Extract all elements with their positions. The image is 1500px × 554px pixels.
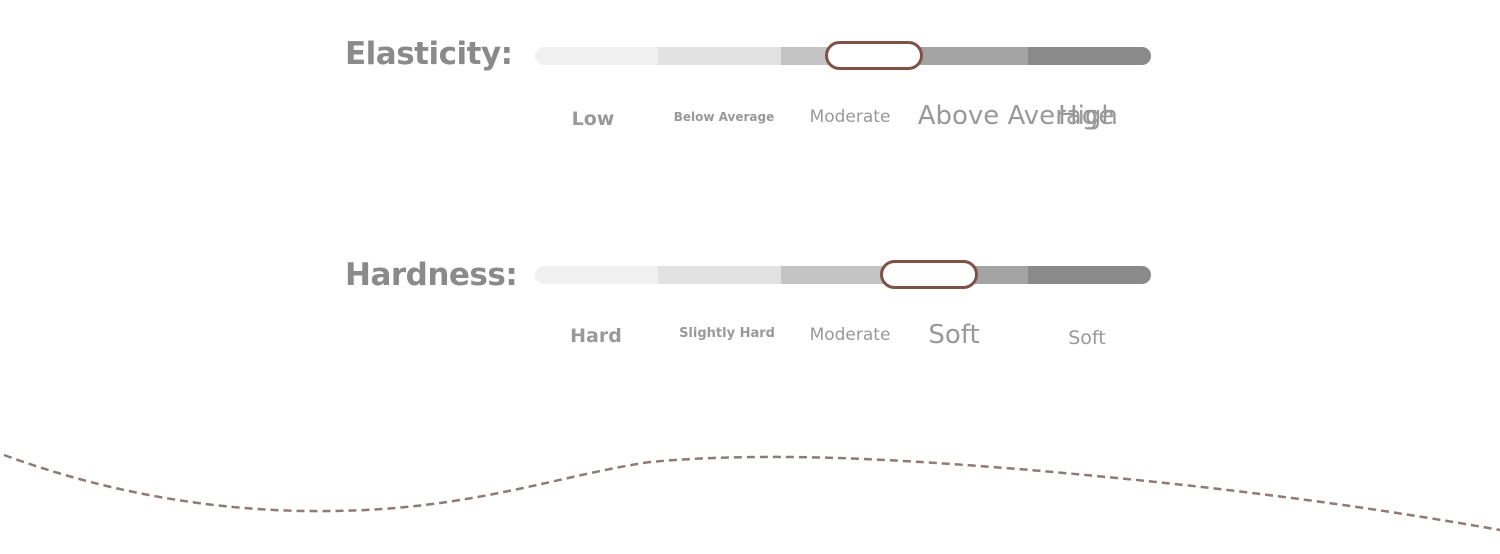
elasticity-tick-below-average: Below Average bbox=[673, 110, 775, 124]
elasticity-segment-low[interactable] bbox=[535, 47, 659, 65]
hardness-segment-slightly-hard[interactable] bbox=[658, 266, 782, 284]
hardness-tick-very-soft: Soft bbox=[1068, 327, 1106, 349]
elasticity-thumb[interactable] bbox=[824, 41, 923, 70]
hardness-segment-very-soft[interactable] bbox=[1027, 266, 1151, 284]
hardness-label: Hardness: bbox=[345, 257, 518, 293]
hardness-segment-hard[interactable] bbox=[535, 266, 659, 284]
hardness-tick-slightly-hard: Slightly Hard bbox=[679, 326, 775, 341]
elasticity-tick-low: Low bbox=[571, 108, 615, 130]
elasticity-segment-high[interactable] bbox=[1027, 47, 1151, 65]
elasticity-track[interactable] bbox=[535, 47, 1151, 65]
elasticity-tick-high: High bbox=[1058, 101, 1118, 131]
elasticity-tick-moderate: Moderate bbox=[809, 107, 891, 127]
hardness-thumb[interactable] bbox=[880, 260, 979, 289]
hardness-tick-moderate: Moderate bbox=[809, 325, 891, 345]
hardness-segment-moderate[interactable] bbox=[781, 266, 905, 284]
elasticity-tick-above-average: Above Average bbox=[917, 101, 1115, 131]
wave-line bbox=[3, 453, 1500, 532]
elasticity-segment-below-average[interactable] bbox=[658, 47, 782, 65]
hardness-tick-hard: Hard bbox=[570, 325, 622, 347]
elasticity-label: Elasticity: bbox=[345, 36, 513, 72]
elasticity-segment-above-average[interactable] bbox=[904, 47, 1028, 65]
hardness-tick-soft: Soft bbox=[928, 320, 980, 350]
